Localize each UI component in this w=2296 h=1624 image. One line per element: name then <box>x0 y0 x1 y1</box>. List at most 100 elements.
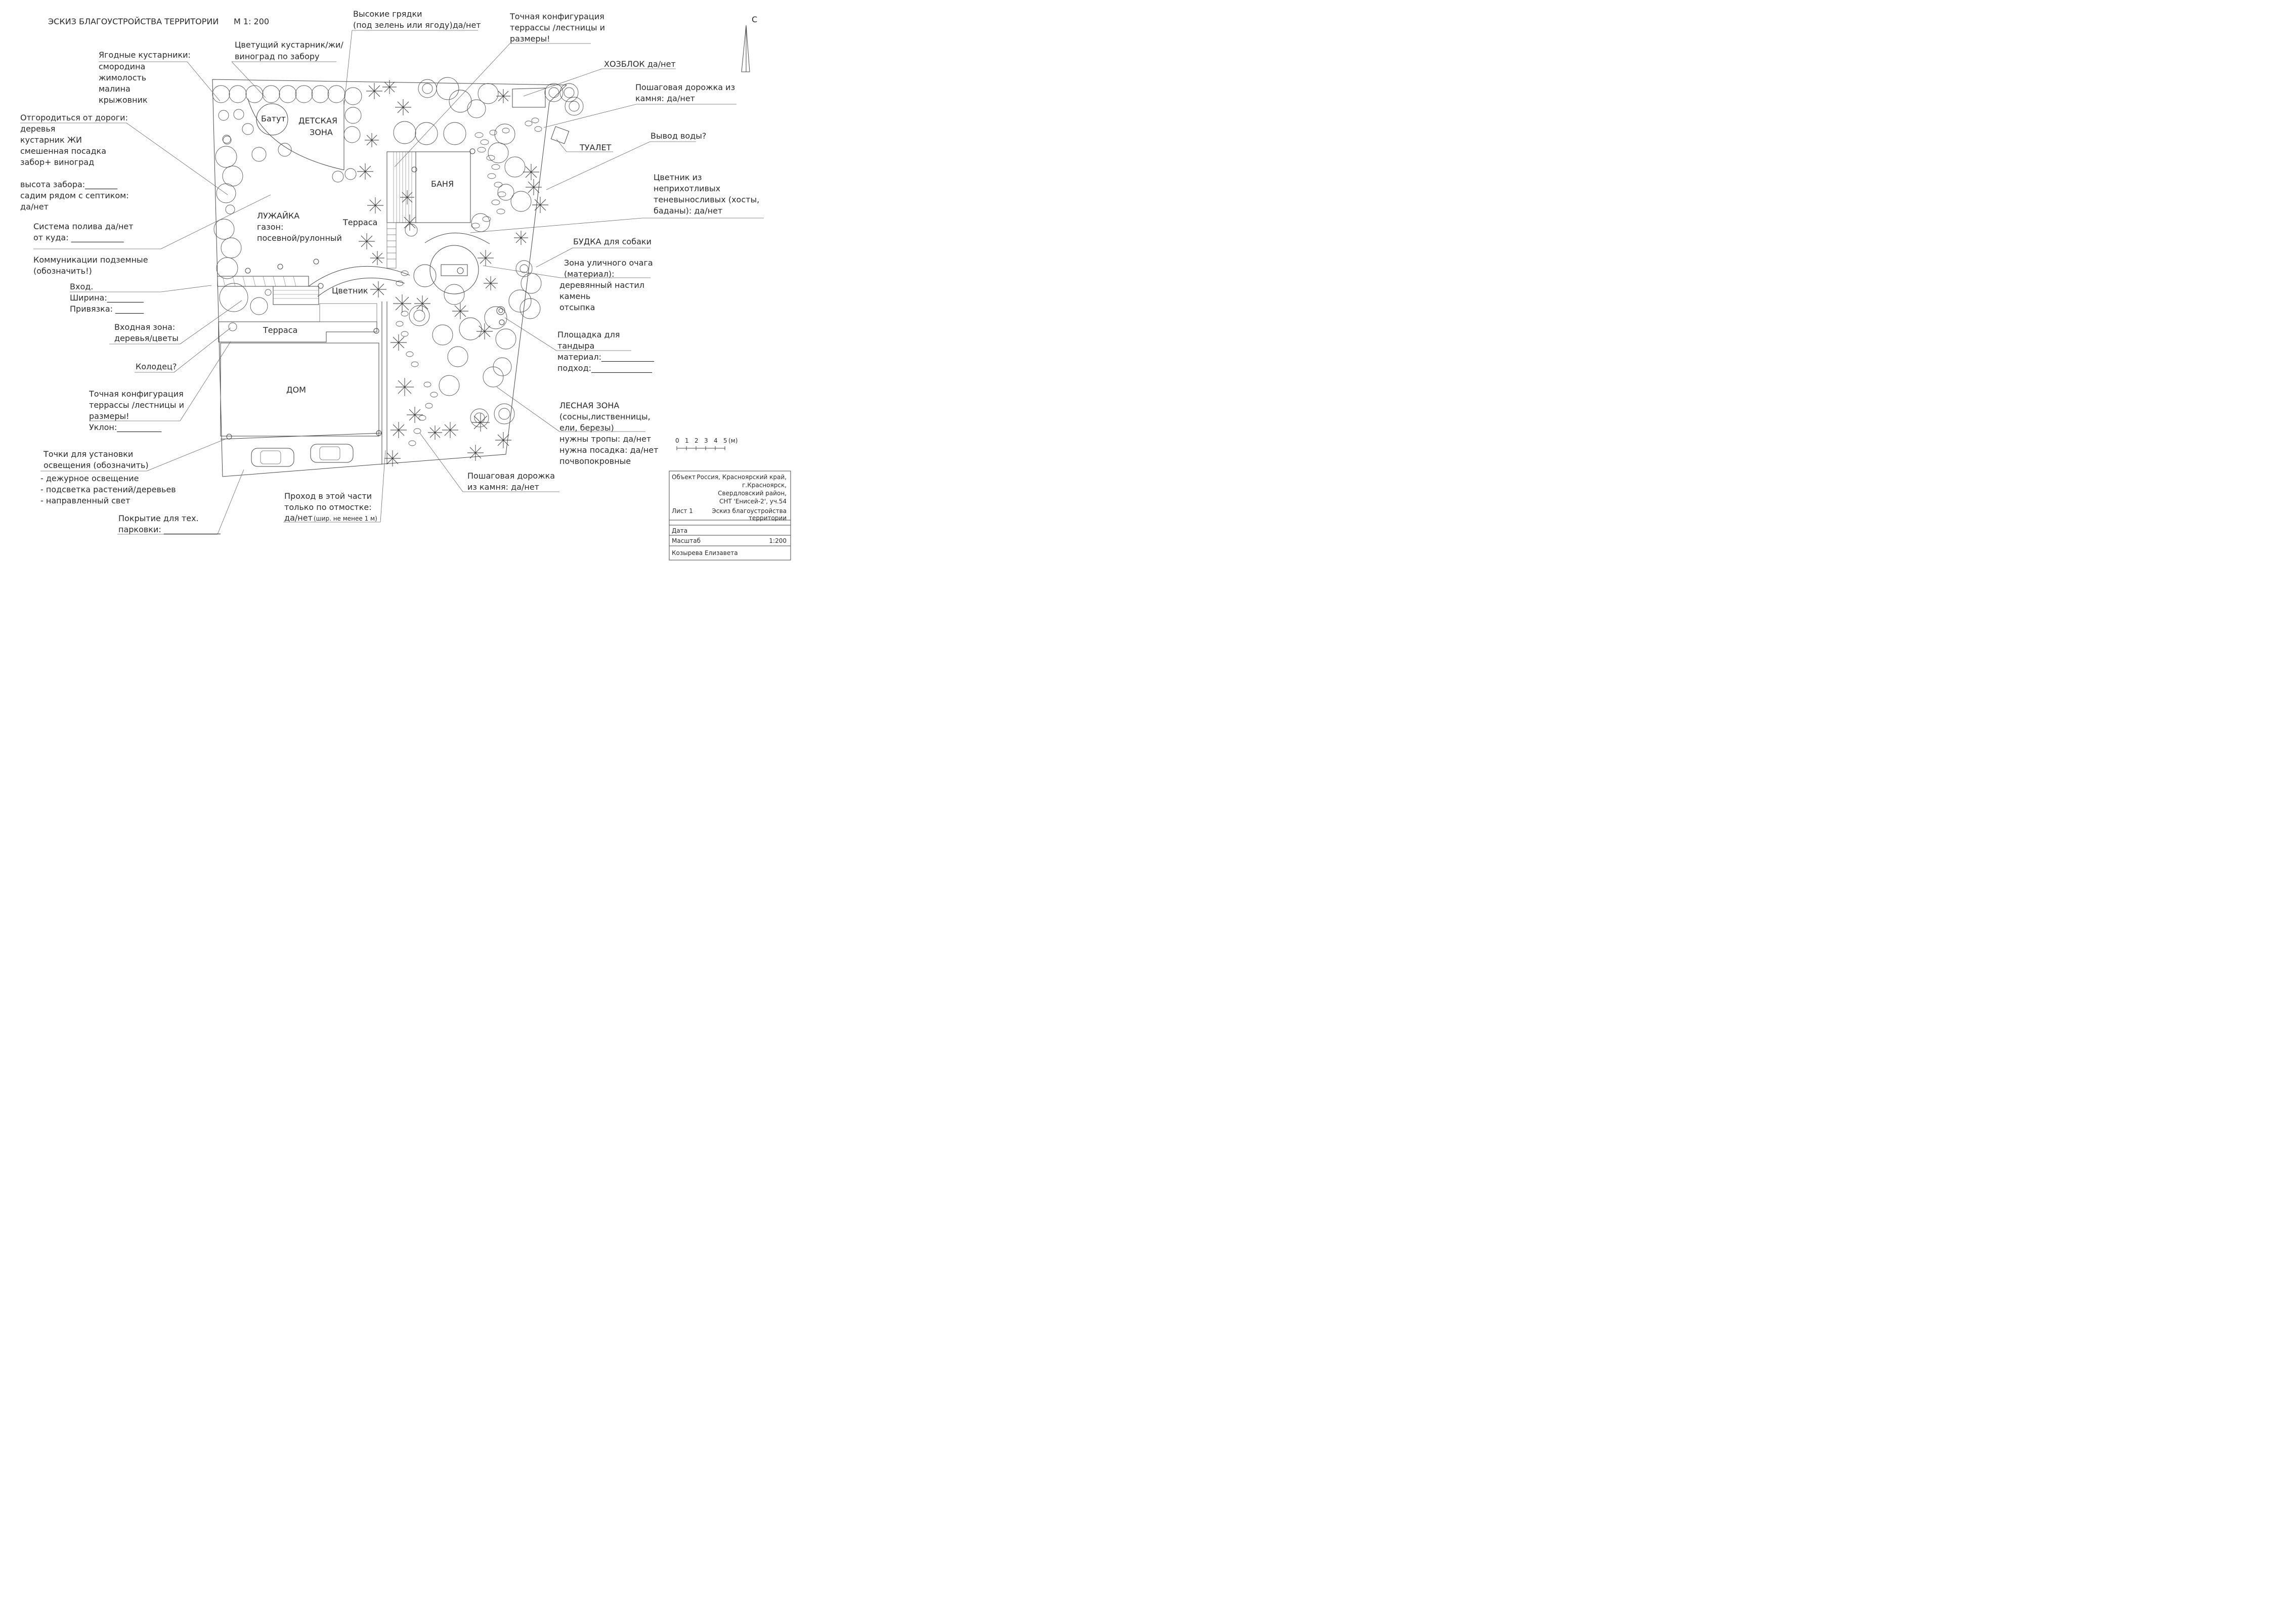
note-passage: Проход в этой части только по отмостке: … <box>284 491 377 523</box>
note-line: виноград по забору <box>235 52 320 61</box>
tb-scale-label: Масштаб <box>672 537 701 544</box>
lawn-sub-1: газон: <box>257 222 283 232</box>
lawn-label: ЛУЖАЙКА <box>257 211 299 221</box>
note-stone-path-top: Пошаговая дорожка из камня: да/нет <box>635 82 735 103</box>
note-hozblok: ХОЗБЛОК да/нет <box>604 59 676 69</box>
scale-unit: (м) <box>728 437 738 444</box>
note-line: камень <box>559 291 590 301</box>
kids-zone-arc <box>247 98 344 170</box>
note-shade-bed: Цветник из неприхотливых теневыносливых … <box>654 173 759 216</box>
note-line: материал:_____________ <box>557 352 655 362</box>
kids-zone-label-2: ЗОНА <box>310 127 333 137</box>
note-line: только по отмостке: <box>284 502 372 512</box>
note-line: смешенная посадка <box>20 146 106 156</box>
note-road: Отгородиться от дороги: деревья кустарни… <box>20 113 129 211</box>
note-line: баданы): да/нет <box>654 206 722 216</box>
hozblok-building <box>512 88 546 108</box>
note-line: почвопокровные <box>559 456 631 466</box>
note-line: (под зелень или ягоду)да/нет <box>353 20 481 30</box>
note-line: да/нет <box>284 513 313 523</box>
note-line: Точная конфигурация <box>89 389 184 399</box>
tb-object-line: Россия, Красноярский край, <box>697 474 787 481</box>
note-line: Высокие грядки <box>353 9 422 19</box>
note-line: высота забора:________ <box>20 180 118 190</box>
tb-sheet-line: территории <box>749 515 787 522</box>
note-line: Цветник из <box>654 173 702 182</box>
terrace-house-label: Терраса <box>263 325 297 335</box>
scale-tick: 4 <box>714 437 718 444</box>
note-line: из камня: да/нет <box>467 482 539 492</box>
note-line: Привязка: _______ <box>70 304 144 314</box>
kids-zone-label-1: ДЕТСКАЯ <box>298 116 337 125</box>
shrub-clusters <box>409 79 584 428</box>
drawing-title: ЭСКИЗ БЛАГОУСТРОЙСТВА ТЕРРИТОРИИ <box>48 17 219 26</box>
note-line: Ширина:_________ <box>70 293 144 303</box>
note-well: Колодец? <box>136 362 177 371</box>
north-arrow-icon <box>741 25 750 72</box>
note-tandyr: Площадка для тандыра материал:__________… <box>557 330 655 373</box>
banya-label: БАНЯ <box>431 179 454 189</box>
terrace-top-label: Терраса <box>342 218 377 227</box>
note-line: нужны тропы: да/нет <box>559 434 651 444</box>
note-line: Точки для установки <box>43 449 133 459</box>
note-line: малина <box>99 84 131 94</box>
site-plan-sketch: ЭСКИЗ БЛАГОУСТРОЙСТВА ТЕРРИТОРИИ М 1: 20… <box>0 0 793 561</box>
note-line: Зона уличного очага <box>564 258 653 268</box>
note-line: Уклон:___________ <box>89 422 162 433</box>
tb-object-line: СНТ 'Енисей-2', уч.54 <box>719 498 787 505</box>
scale-bar: 0 1 2 3 4 5 (м) <box>675 437 738 450</box>
note-entry-zone: Входная зона: деревья/цветы <box>114 322 179 343</box>
note-line: ЛЕСНАЯ ЗОНА <box>559 401 619 410</box>
note-line: размеры! <box>89 411 129 421</box>
note-line: отсыпка <box>559 303 595 312</box>
tb-scale-value: 1:200 <box>769 537 787 544</box>
note-line: Коммуникации подземные <box>33 255 148 265</box>
note-line: деревянный настил <box>559 280 644 290</box>
note-flowering: Цветущий кустарник/жи/ виноград по забор… <box>235 40 343 61</box>
trampoline-circle <box>256 103 288 136</box>
note-line: Пошаговая дорожка из <box>635 82 735 92</box>
note-terrace-config-bottom: Точная конфигурация террассы /лестницы и… <box>89 389 184 433</box>
plan-svg: ЭСКИЗ БЛАГОУСТРОЙСТВА ТЕРРИТОРИИ М 1: 20… <box>20 9 791 561</box>
note-line: парковки: ______________ <box>118 525 221 535</box>
light-points <box>226 148 505 440</box>
note-line: Цветущий кустарник/жи/ <box>235 40 343 50</box>
note-line: Входная зона: <box>114 322 175 332</box>
note-line: - направленный свет <box>40 496 130 505</box>
note-hearth: Зона уличного очага (материал): деревянн… <box>559 258 653 312</box>
note-line: нужна посадка: да/нет <box>559 445 658 455</box>
tandyr-icon <box>496 306 505 315</box>
note-line: камня: да/нет <box>635 94 695 103</box>
note-line: ели, березы) <box>559 423 614 433</box>
fireplace-icon <box>457 267 464 274</box>
note-line: (шир. не менее 1 м) <box>314 515 377 522</box>
note-line: Отгородиться от дороги: <box>20 113 128 122</box>
note-line: террассы /лестницы и <box>89 400 184 410</box>
note-beds: Высокие грядки (под зелень или ягоду)да/… <box>353 9 481 30</box>
leader-lines <box>20 30 764 535</box>
toilet-building <box>550 126 570 144</box>
note-terrace-config-top: Точная конфигурация террассы /лестницы и… <box>509 12 605 44</box>
tb-author: Козырева Елизавета <box>672 549 738 557</box>
note-line: тандыра <box>557 341 594 351</box>
scale-tick: 3 <box>704 437 708 444</box>
note-line: Площадка для <box>557 330 620 339</box>
note-forest: ЛЕСНАЯ ЗОНА (сосны,лиственницы, ели, бер… <box>559 401 658 466</box>
note-irrigation: Система полива да/нет от куда: _________… <box>33 222 134 243</box>
tb-date-label: Дата <box>672 527 687 534</box>
note-line: (обозначить!) <box>33 266 92 276</box>
tb-object-line: Свердловский район, <box>718 490 787 497</box>
scale-tick: 1 <box>685 437 689 444</box>
car-icon <box>251 448 294 467</box>
house-terrace <box>218 321 377 343</box>
lawn-sub-2: посевной/рулонный <box>257 233 342 243</box>
fence-trees-left <box>213 136 243 279</box>
note-berries: Ягодные кустарники: смородина жимолость … <box>99 50 191 105</box>
north-letter: С <box>752 15 757 24</box>
terrace-dots <box>319 303 377 322</box>
car-icon-2 <box>310 444 354 463</box>
entrance-paving <box>217 276 319 305</box>
tb-object-label: Объект <box>672 474 696 481</box>
tb-sheet-line: Эскиз благоустройства <box>712 507 787 515</box>
drawing-scale: М 1: 200 <box>234 17 269 26</box>
